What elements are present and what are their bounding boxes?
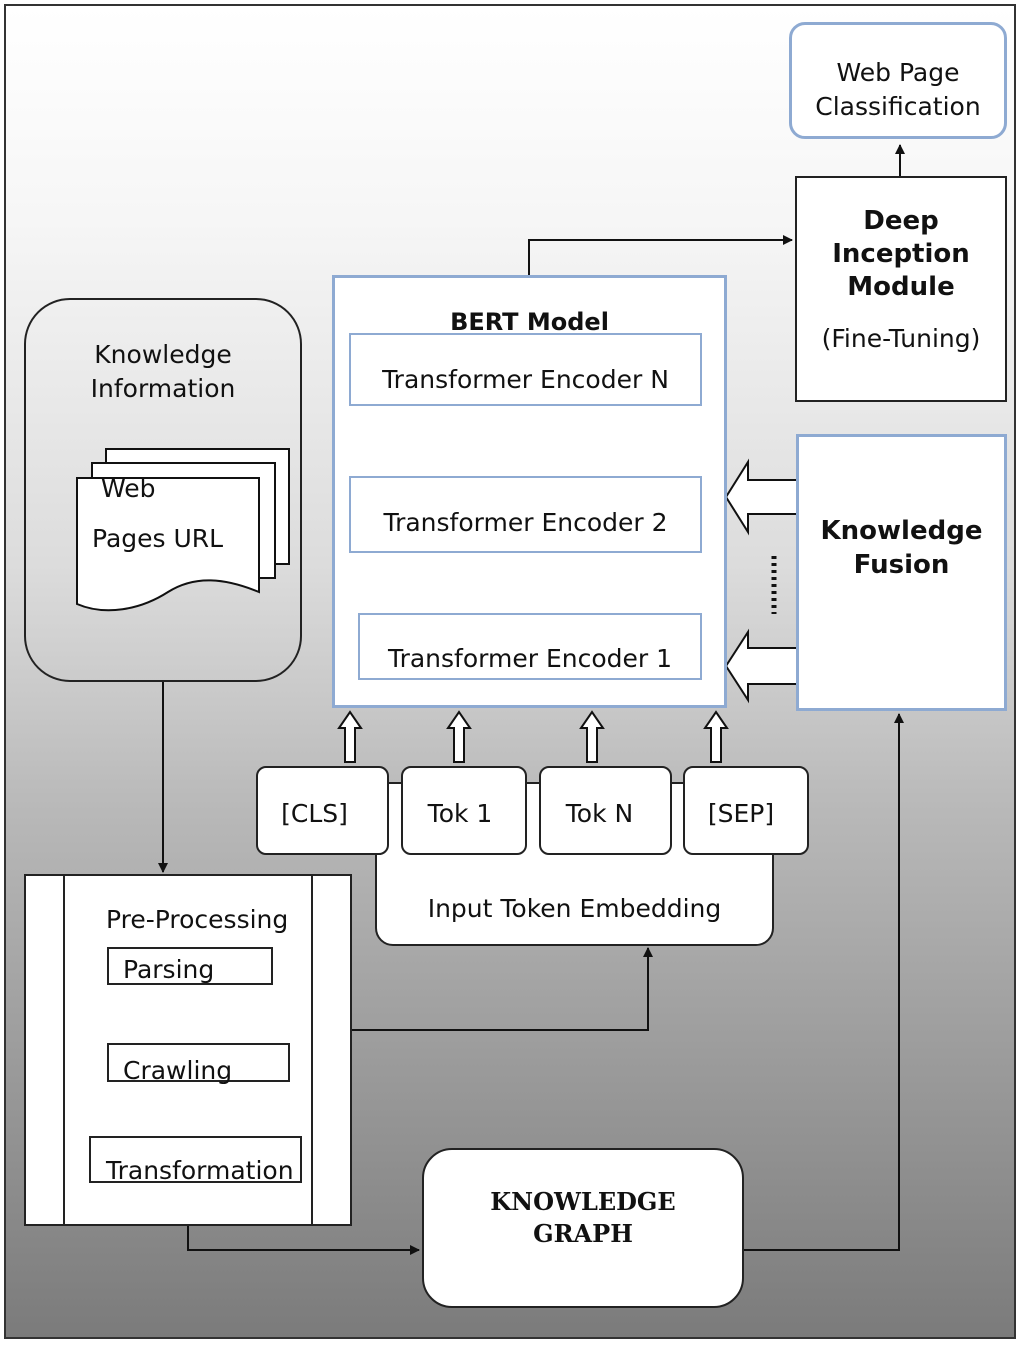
knowledge-information-box xyxy=(24,298,302,682)
knowledge-graph-box xyxy=(422,1148,744,1308)
transformer-encoder-n-box xyxy=(349,333,702,406)
web-page-classification-label: Web Page Classification xyxy=(815,58,981,121)
preprocessing-left-rail xyxy=(63,874,65,1226)
parsing-label: Parsing xyxy=(123,955,215,984)
knowledge-fusion-box xyxy=(796,434,1007,711)
web-page-classification-box xyxy=(789,22,1007,139)
crawling-box xyxy=(107,1043,290,1082)
arrow-graph-to-fusion xyxy=(744,713,904,1251)
knowledge-information-title: Knowledge Information xyxy=(90,340,236,403)
deep-inception-module-title: Deep Inception Module xyxy=(832,206,970,302)
fusion-arrow-lower xyxy=(724,628,799,704)
token-arrow-tokn xyxy=(579,710,605,763)
transformer-encoder-n-label: Transformer Encoder N xyxy=(382,365,669,394)
token-sep-label: [SEP] xyxy=(707,799,775,828)
transformer-encoder-1-label: Transformer Encoder 1 xyxy=(387,644,673,673)
token-tokn-label: Tok N xyxy=(565,799,634,828)
document-label-pages-url: Pages URL xyxy=(92,524,224,553)
token-arrow-sep xyxy=(703,710,729,763)
arrow-bert-to-inception xyxy=(528,235,793,275)
transformer-encoder-2-label: Transformer Encoder 2 xyxy=(383,508,668,537)
transformer-encoder-1-box xyxy=(358,613,702,680)
transformer-encoder-2-box xyxy=(349,476,702,553)
transformation-label: Transformation xyxy=(106,1156,294,1185)
token-tokn-box xyxy=(539,766,672,855)
transformation-box xyxy=(89,1136,302,1183)
input-token-embedding-label: Input Token Embedding xyxy=(427,894,722,923)
knowledge-fusion-label: Knowledge Fusion xyxy=(820,516,983,580)
crawling-label: Crawling xyxy=(123,1056,233,1085)
token-arrow-tok1 xyxy=(446,710,472,763)
token-tok1-box xyxy=(401,766,527,855)
arrow-preprocessing-to-graph xyxy=(187,1226,420,1255)
token-sep-box xyxy=(683,766,809,855)
parsing-box xyxy=(107,947,273,985)
token-arrow-cls xyxy=(337,710,363,763)
deep-inception-module-subtitle: (Fine-Tuning) xyxy=(821,324,981,353)
token-tok1-label: Tok 1 xyxy=(427,799,493,828)
knowledge-graph-label: KNOWLEDGE GRAPH xyxy=(490,1187,676,1248)
bert-model-title: BERT Model xyxy=(450,308,609,336)
arrow-preprocessing-to-embedding xyxy=(352,947,653,1031)
document-label-web: Web xyxy=(101,474,156,503)
preprocessing-title: Pre-Processing xyxy=(106,905,289,934)
document-stack-icon xyxy=(76,448,290,612)
token-cls-label: [CLS] xyxy=(281,799,348,828)
deep-inception-module-box xyxy=(795,176,1007,402)
preprocessing-right-rail xyxy=(311,874,313,1226)
token-cls-box xyxy=(256,766,389,855)
fusion-arrow-upper xyxy=(724,458,799,536)
